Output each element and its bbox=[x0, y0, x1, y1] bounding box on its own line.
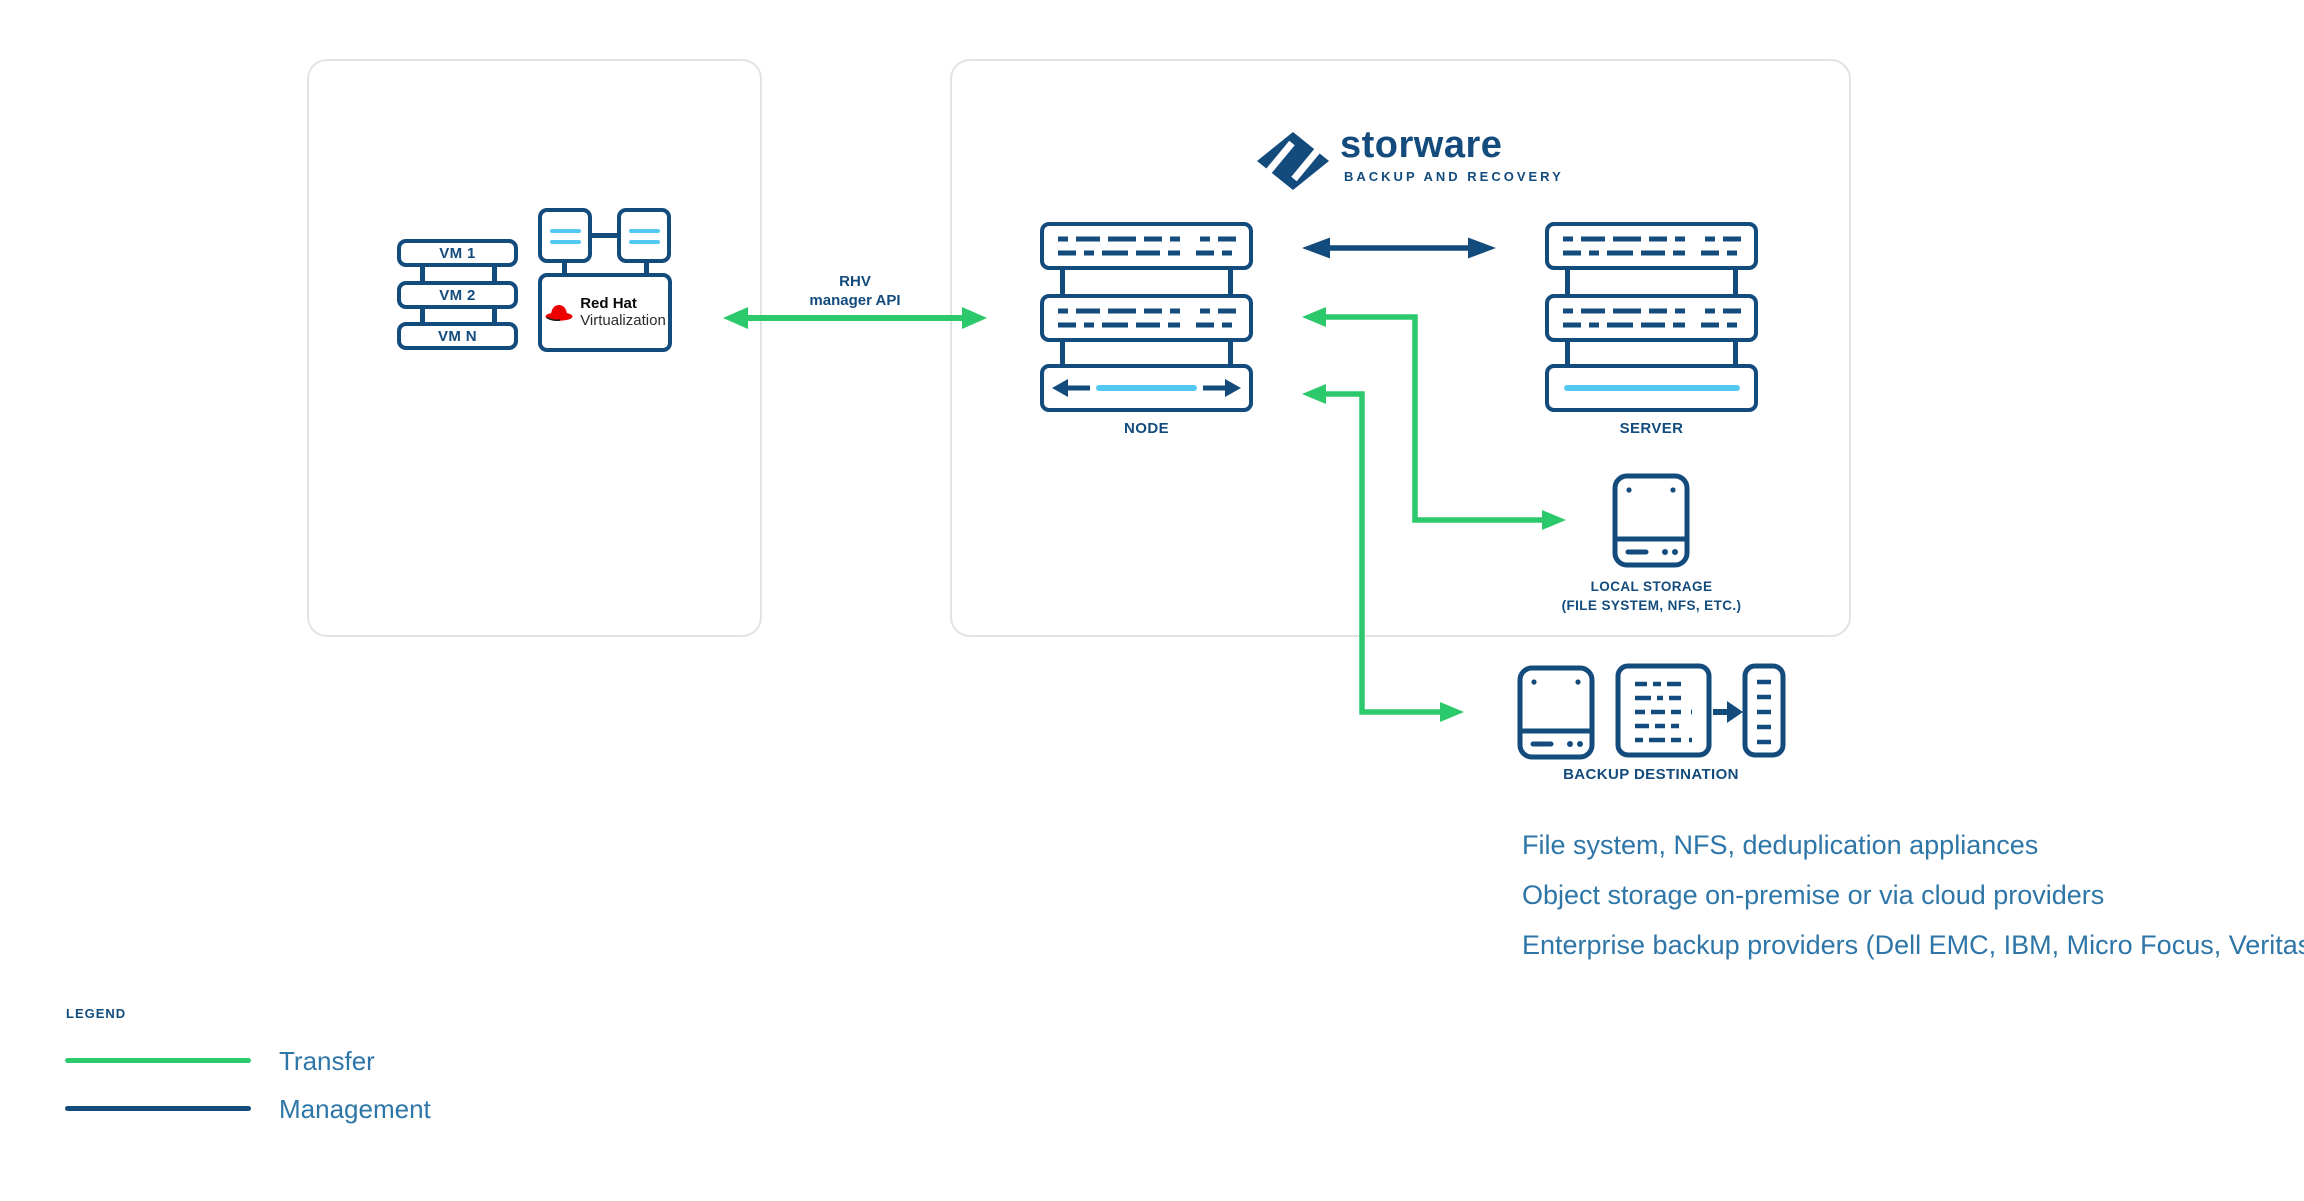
node-tier-3 bbox=[1040, 364, 1253, 412]
disk-drive-icon bbox=[1517, 665, 1595, 760]
io-arrows-icon bbox=[1052, 379, 1241, 397]
legend-transfer-line bbox=[65, 1058, 251, 1063]
rhv-environment-panel bbox=[307, 59, 762, 637]
vm-connector bbox=[492, 306, 497, 325]
redhat-virtualization-box: Red Hat Virtualization bbox=[538, 273, 672, 352]
note-file-system: File system, NFS, deduplication applianc… bbox=[1522, 830, 2039, 860]
client-terminal-icon bbox=[538, 208, 592, 263]
storware-tagline: BACKUP AND RECOVERY bbox=[1344, 169, 1564, 184]
storware-diamond-s-icon bbox=[1257, 132, 1329, 190]
legend-management-label: Management bbox=[279, 1094, 431, 1124]
vm-label: VM N bbox=[437, 327, 478, 345]
management-double-arrow bbox=[1302, 237, 1496, 259]
vm-connector bbox=[420, 306, 425, 325]
server-label: SERVER bbox=[1619, 420, 1684, 437]
client-terminal-icon bbox=[617, 208, 671, 263]
storware-panel bbox=[950, 59, 1851, 637]
transfer-arrow-backup-destination bbox=[1302, 384, 1464, 722]
backup-destination-label: BACKUP DESTINATION bbox=[1563, 766, 1739, 783]
server-tier-2 bbox=[1545, 294, 1758, 342]
server-tier-3 bbox=[1545, 364, 1758, 412]
server-connector bbox=[1733, 268, 1738, 296]
redhat-product: Virtualization bbox=[580, 312, 666, 329]
tape-library-icon bbox=[1742, 663, 1786, 758]
client-link bbox=[562, 261, 567, 276]
node-connector bbox=[1228, 268, 1233, 296]
storware-brand: storware bbox=[1340, 124, 1503, 166]
node-tier-2 bbox=[1040, 294, 1253, 342]
fedora-icon bbox=[545, 304, 573, 321]
vm-connector bbox=[492, 264, 497, 284]
legend-transfer-label: Transfer bbox=[279, 1046, 375, 1076]
vm-connector bbox=[420, 264, 425, 284]
legend-title: LEGEND bbox=[66, 1006, 127, 1021]
api-link-label: RHV manager API bbox=[809, 273, 901, 309]
vm-box-2: VM 2 bbox=[397, 281, 518, 309]
vm-box-1: VM 1 bbox=[397, 239, 518, 267]
server-tier-1 bbox=[1545, 222, 1758, 270]
client-link bbox=[590, 233, 619, 238]
deduplication-data-icon bbox=[1615, 663, 1712, 758]
vm-label: VM 2 bbox=[439, 286, 476, 304]
node-tier-1 bbox=[1040, 222, 1253, 270]
client-link bbox=[644, 261, 649, 276]
redhat-name: Red Hat bbox=[580, 295, 637, 312]
local-storage-label: LOCAL STORAGE (FILE SYSTEM, NFS, ETC.) bbox=[1561, 579, 1742, 613]
server-connector bbox=[1565, 268, 1570, 296]
server-connector bbox=[1565, 340, 1570, 366]
vm-box-n: VM N bbox=[397, 322, 518, 350]
disk-drive-icon bbox=[1612, 473, 1690, 568]
legend-management-line bbox=[65, 1106, 251, 1111]
node-label: NODE bbox=[1124, 420, 1169, 437]
transfer-double-arrow bbox=[723, 307, 987, 329]
transfer-arrow-local-storage bbox=[1302, 307, 1566, 530]
node-connector bbox=[1060, 340, 1065, 366]
redhat-wordmark: Red Hat Virtualization bbox=[580, 295, 666, 330]
node-connector bbox=[1060, 268, 1065, 296]
solid-arrow-icon bbox=[1713, 701, 1743, 723]
activity-line-icon bbox=[1564, 385, 1740, 391]
server-connector bbox=[1733, 340, 1738, 366]
vm-label: VM 1 bbox=[439, 244, 476, 262]
node-connector bbox=[1228, 340, 1233, 366]
note-enterprise-backup: Enterprise backup providers (Dell EMC, I… bbox=[1522, 930, 2304, 960]
note-object-storage: Object storage on-premise or via cloud p… bbox=[1522, 880, 2105, 910]
